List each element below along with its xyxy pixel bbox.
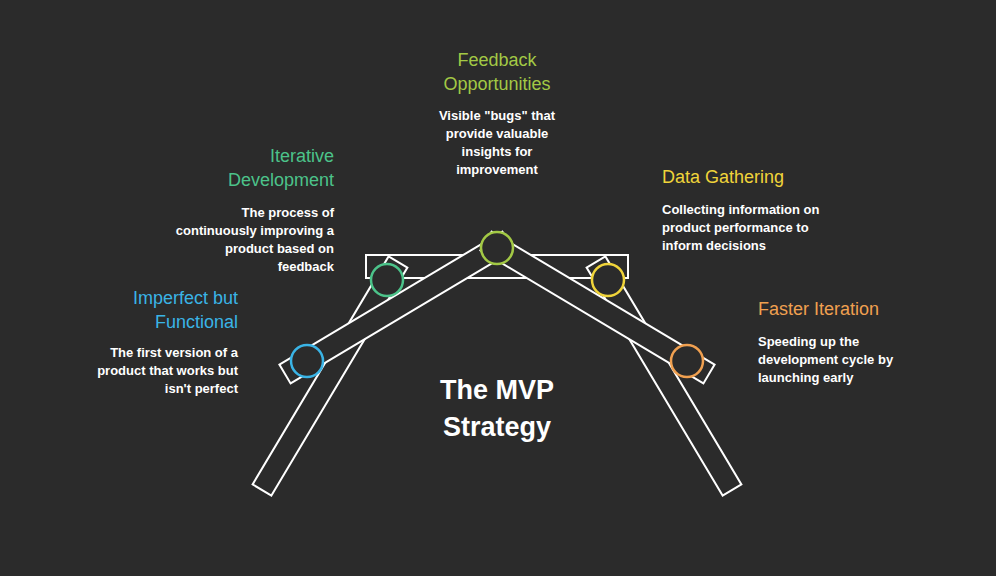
stage-description: Collecting information on product perfor…	[662, 201, 830, 255]
stage-marker: Imperfect but FunctionalThe first versio…	[289, 343, 325, 379]
marker-ring	[592, 264, 624, 296]
right-arm-beam	[480, 232, 714, 384]
diagram-title: The MVP Strategy	[394, 372, 600, 446]
marker-circle	[590, 262, 626, 298]
stage-heading: Iterative Development	[204, 144, 334, 192]
stage-description: The first version of a product that work…	[88, 344, 238, 398]
stage-marker: Iterative DevelopmentThe process of cont…	[369, 262, 405, 298]
marker-ring	[371, 264, 403, 296]
stage-marker: Data GatheringCollecting information on …	[590, 262, 626, 298]
stage-marker: Feedback OpportunitiesVisible "bugs" tha…	[479, 230, 515, 266]
right-leg-beam	[587, 256, 742, 495]
marker-circle	[669, 343, 705, 379]
marker-circle	[479, 230, 515, 266]
stage-marker: Faster IterationSpeeding up the developm…	[669, 343, 705, 379]
marker-ring	[671, 345, 703, 377]
stage-heading: Imperfect but Functional	[88, 286, 238, 334]
marker-ring	[481, 232, 513, 264]
stage-heading: Feedback Opportunities	[412, 48, 582, 96]
marker-ring	[291, 345, 323, 377]
stage-description: Speeding up the development cycle by lau…	[758, 333, 920, 387]
marker-circle	[369, 262, 405, 298]
stage-description: Visible "bugs" that provide valuable ins…	[420, 107, 574, 179]
stage-heading: Data Gathering	[662, 165, 862, 189]
marker-circle	[289, 343, 325, 379]
stage-description: The process of continuously improving a …	[166, 204, 334, 276]
stage-heading: Faster Iteration	[758, 297, 958, 321]
left-leg-beam	[253, 256, 408, 495]
